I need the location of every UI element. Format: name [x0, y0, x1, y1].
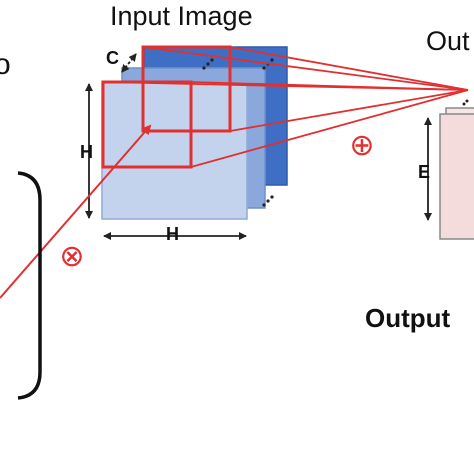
dim-c-label: C [106, 48, 119, 68]
left-bracket [17, 171, 42, 400]
kernel-window-front [101, 80, 193, 169]
sum-symbol: ⊕ [349, 128, 374, 163]
output-bottom-label: Output [365, 303, 451, 333]
kernel-window-back [141, 45, 232, 133]
dim-h-left-label: H [80, 142, 93, 162]
multiply-symbol: ⊗ [59, 239, 84, 274]
projection-lines [102, 46, 469, 168]
kernel-window [101, 45, 232, 169]
output-layer-front [439, 113, 474, 240]
input-image-title: Input Image [110, 1, 253, 31]
output-title: Out [426, 26, 470, 56]
input-arrow [0, 124, 152, 299]
input-image-stack [101, 46, 288, 220]
output-dots [462, 99, 469, 106]
channel-front [101, 81, 248, 220]
output-block [439, 99, 474, 240]
left-edge-glyph: o [0, 48, 11, 81]
dim-e-label: E [418, 162, 431, 182]
dim-h-bottom-label: H [166, 224, 179, 244]
dim-c-arrow [121, 53, 137, 73]
